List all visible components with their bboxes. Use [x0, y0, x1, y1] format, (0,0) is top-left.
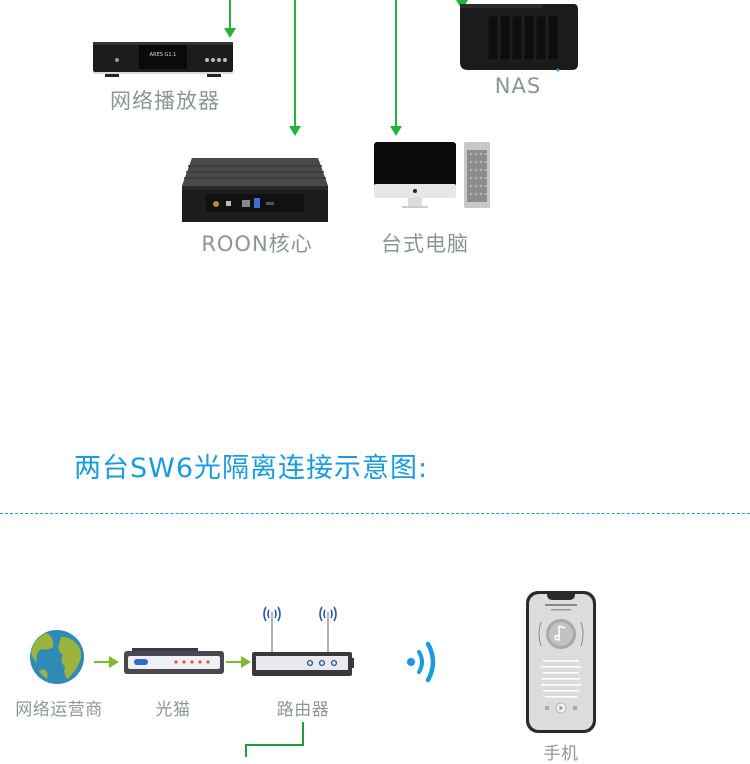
- router-downlink-line-down: [245, 744, 247, 757]
- connector-line-desktop: [395, 0, 397, 127]
- network-player-image: ARES G1.1: [93, 40, 233, 80]
- router-downlink-line-horizontal: [245, 744, 304, 746]
- flow-arrowhead-isp-to-modem: [109, 656, 119, 668]
- player-screen-text: ARES G1.1: [150, 52, 177, 58]
- arrowhead-player: [224, 28, 236, 38]
- router-label: 路由器: [276, 700, 330, 720]
- flow-arrow-modem-to-router: [226, 661, 242, 663]
- desktop-label: 台式电脑: [381, 232, 469, 256]
- optical-modem-label: 光猫: [155, 700, 191, 720]
- roon-core-label: ROON核心: [201, 232, 313, 256]
- nas-label: NAS: [494, 74, 542, 98]
- wifi-signal-icon: [406, 638, 446, 686]
- network-player-label: 网络播放器: [110, 89, 220, 113]
- phone-image: [525, 590, 597, 734]
- flow-arrow-isp-to-modem: [94, 661, 110, 663]
- roon-core-image: [182, 156, 328, 222]
- isp-label: 网络运营商: [15, 700, 103, 720]
- arrowhead-roon: [289, 126, 301, 136]
- section-title: 两台SW6光隔离连接示意图:: [74, 453, 429, 484]
- section-divider: [0, 513, 750, 514]
- flow-arrowhead-modem-to-router: [241, 656, 251, 668]
- desktop-image: [372, 140, 494, 212]
- optical-modem-image: [124, 648, 224, 676]
- router-downlink-line-vertical: [302, 722, 304, 746]
- arrowhead-desktop: [390, 126, 402, 136]
- nas-image: [458, 2, 580, 74]
- router-image: [252, 602, 354, 678]
- connector-line-roon: [294, 0, 296, 127]
- phone-label: 手机: [543, 744, 579, 764]
- connector-line-player: [229, 0, 231, 30]
- globe-icon: [29, 629, 85, 685]
